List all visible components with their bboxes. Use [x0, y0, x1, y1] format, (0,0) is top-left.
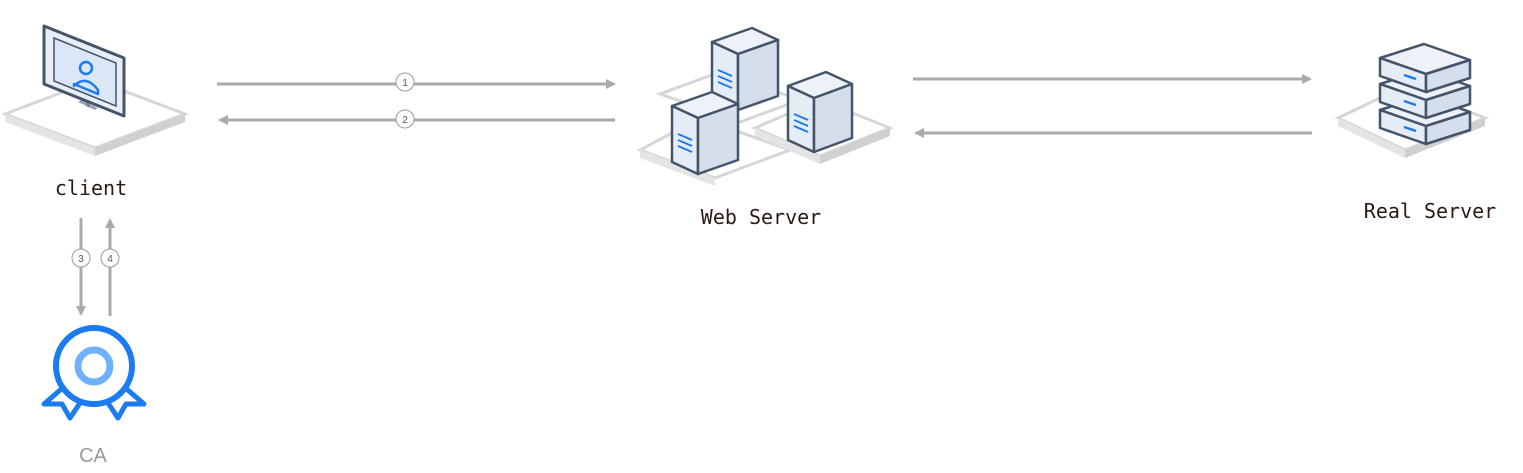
- server-stack-icon: [1378, 42, 1472, 146]
- real-server-node[interactable]: [1334, 42, 1490, 158]
- ca-label: CA: [79, 445, 107, 467]
- ca-node[interactable]: [41, 325, 147, 421]
- client-node[interactable]: [0, 24, 190, 156]
- web-server-label: Web Server: [700, 205, 822, 229]
- connector-3: 3: [71, 218, 91, 316]
- web-server-node[interactable]: [636, 26, 895, 186]
- connector-1: 1: [217, 72, 616, 92]
- monitor-user-icon: [42, 24, 126, 118]
- connector-4: 4: [100, 218, 120, 316]
- step-2-label: 2: [402, 115, 408, 126]
- client-platform: [0, 78, 190, 156]
- certificate-badge-icon: [41, 325, 147, 421]
- real-server-label: Real Server: [1363, 199, 1497, 223]
- step-4-label: 4: [107, 254, 113, 265]
- connector-2: 2: [218, 109, 615, 129]
- step-3-label: 3: [78, 254, 84, 265]
- server-cluster-icon: [670, 26, 854, 176]
- step-1-label: 1: [402, 78, 408, 89]
- client-label: client: [54, 176, 128, 200]
